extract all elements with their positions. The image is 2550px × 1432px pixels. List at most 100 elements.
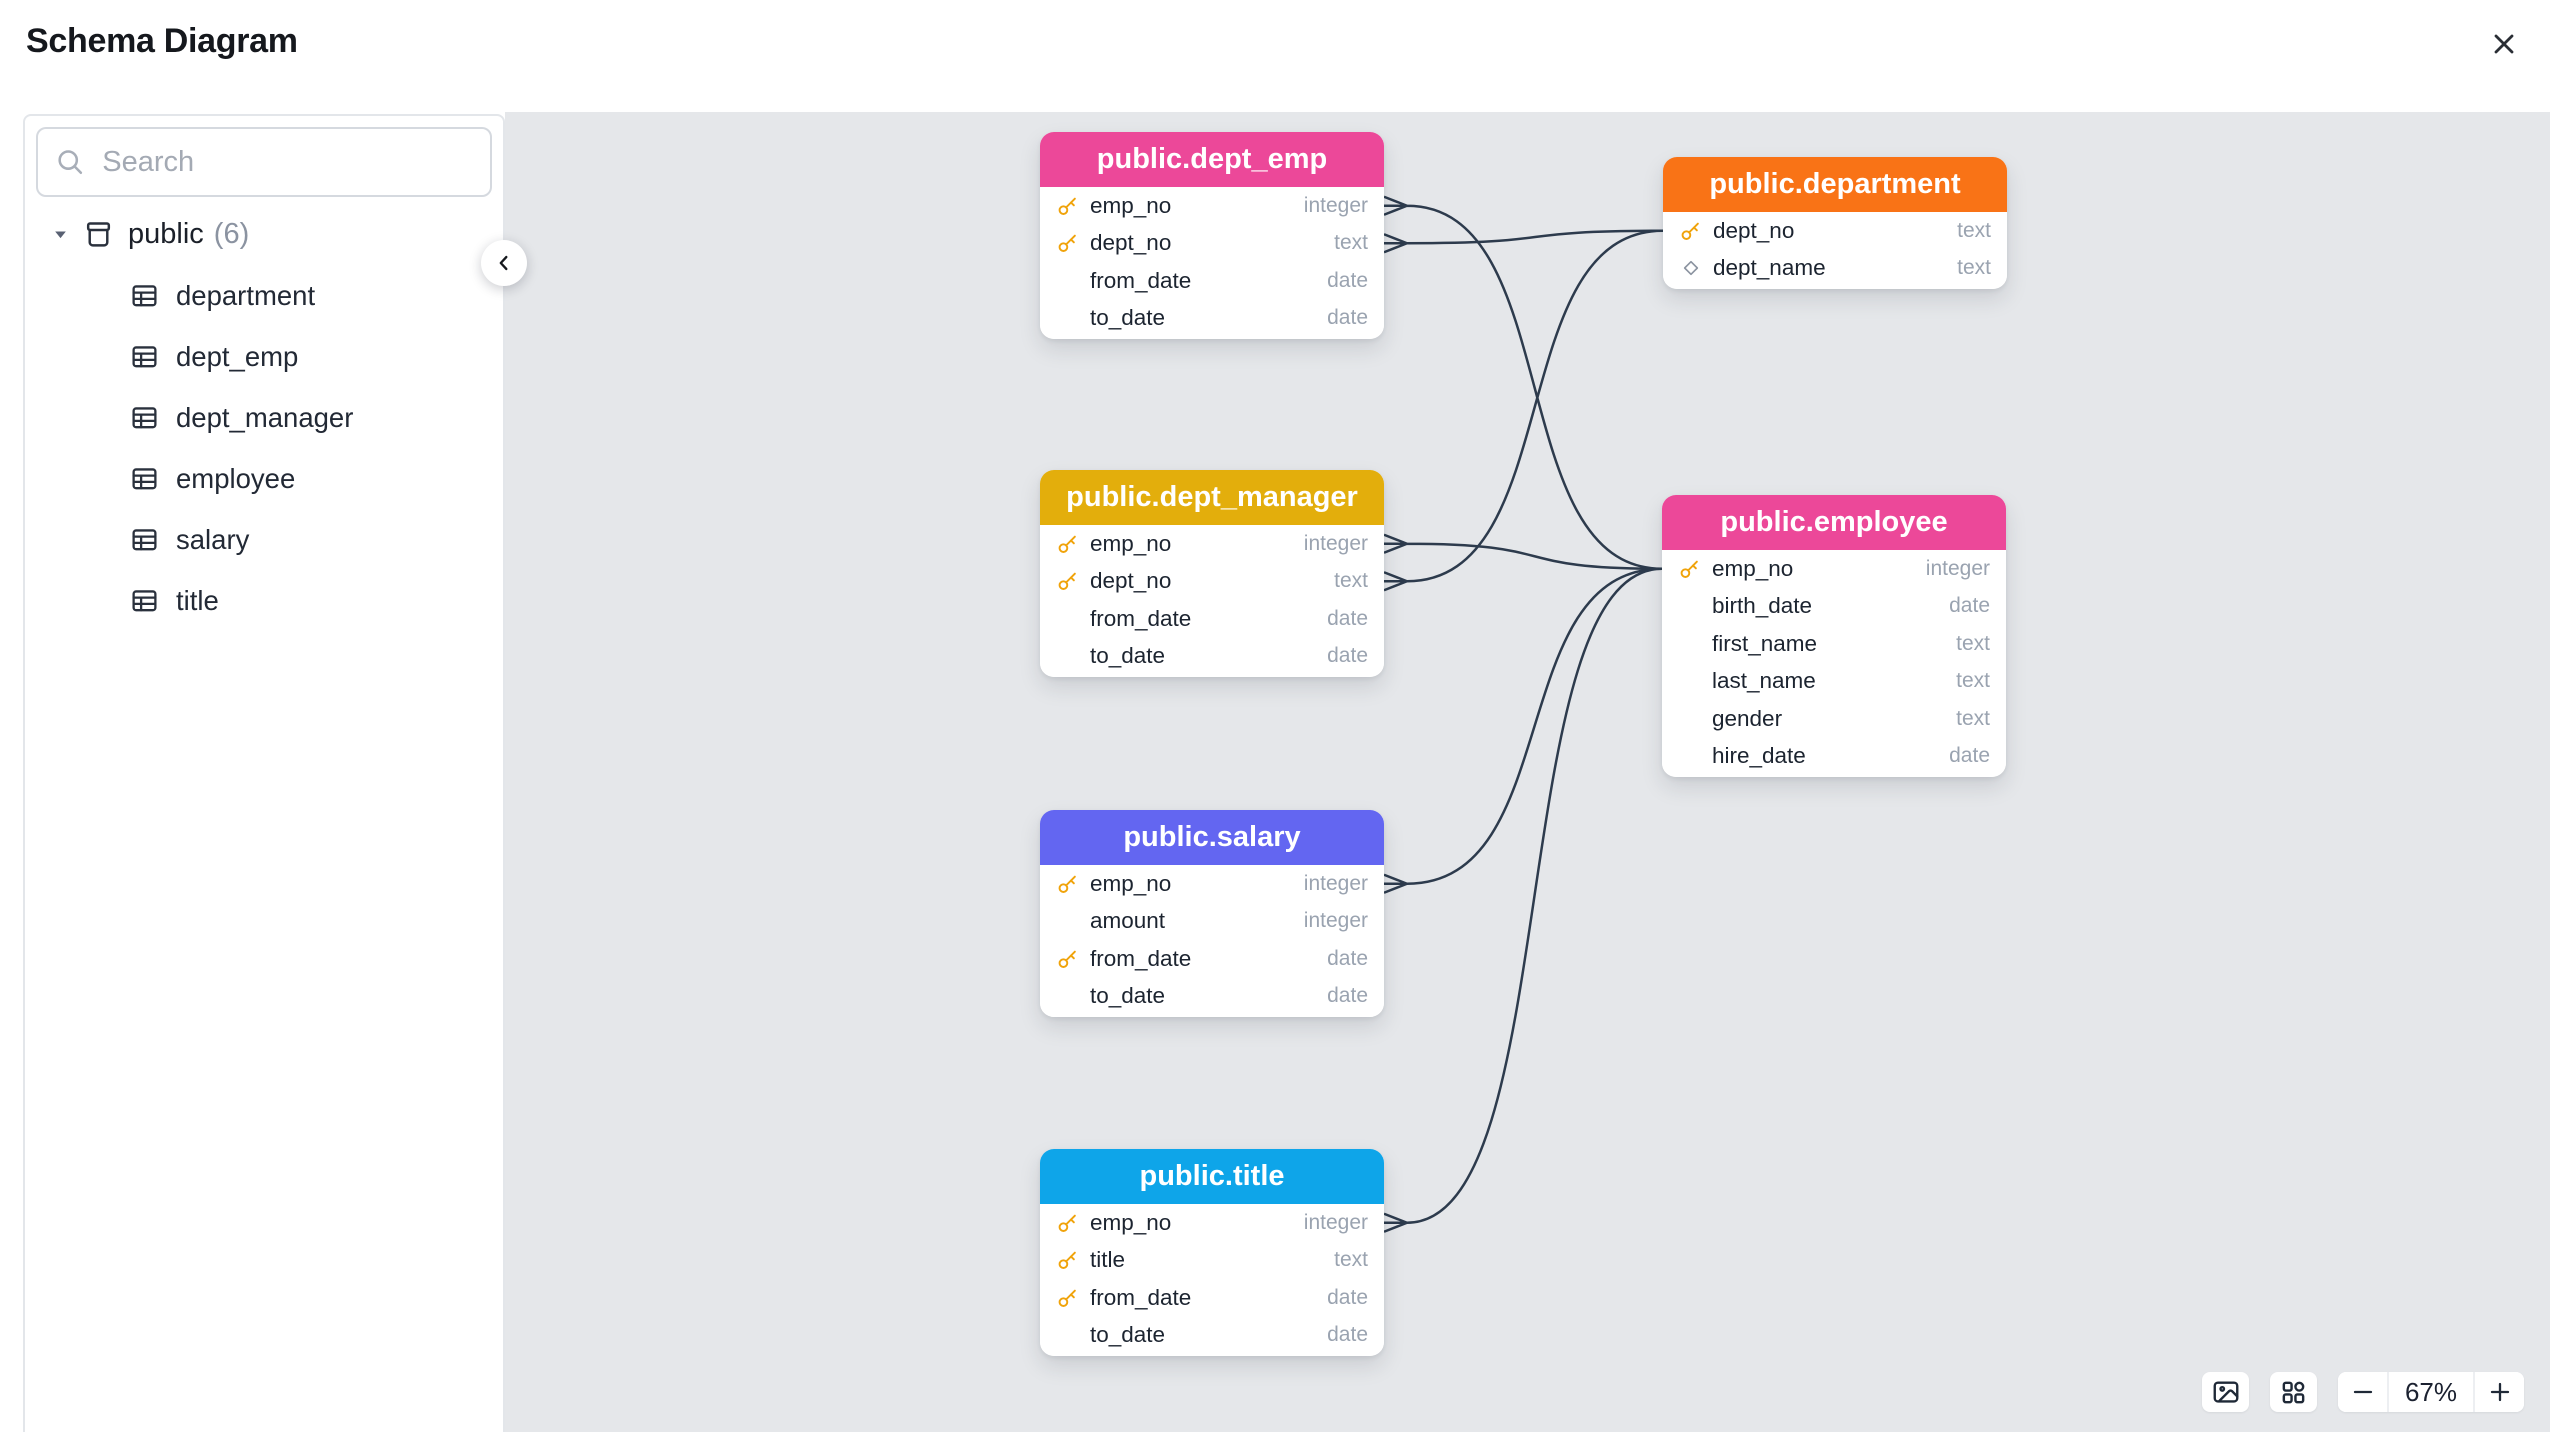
image-icon bbox=[2213, 1381, 2238, 1403]
table-card-header[interactable]: public.dept_manager bbox=[1040, 470, 1384, 525]
table-card-header[interactable]: public.department bbox=[1663, 157, 2007, 212]
column-name: birth_date bbox=[1712, 593, 1813, 619]
primary-key-icon bbox=[1681, 222, 1699, 240]
column-icon-slot bbox=[1054, 1322, 1081, 1349]
table-card-header[interactable]: public.title bbox=[1040, 1149, 1384, 1204]
table-title: public.title bbox=[1139, 1160, 1285, 1192]
column-type: date bbox=[1327, 946, 1368, 970]
column-icon-slot bbox=[1054, 305, 1081, 332]
column-type: date bbox=[1949, 594, 1990, 618]
schema-tree: public (6) department dept_emp dept_manage… bbox=[25, 204, 503, 631]
column-icon-slot bbox=[1677, 217, 1704, 244]
plus-icon bbox=[2490, 1382, 2509, 1402]
primary-key-icon bbox=[1058, 1214, 1076, 1232]
column-type: integer bbox=[1303, 193, 1368, 217]
table-card-header[interactable]: public.salary bbox=[1040, 810, 1384, 865]
close-button[interactable] bbox=[2480, 20, 2528, 68]
column-type: text bbox=[1956, 669, 1990, 693]
zoom-control: 67% bbox=[2338, 1372, 2524, 1412]
sidebar-item-department[interactable]: department bbox=[25, 265, 503, 326]
column-name: dept_no bbox=[1090, 568, 1172, 594]
column-type: date bbox=[1327, 606, 1368, 630]
table-icon bbox=[132, 590, 157, 612]
table-card-header[interactable]: public.dept_emp bbox=[1040, 132, 1384, 187]
canvas-controls: 67% bbox=[2202, 1372, 2524, 1412]
column-icon-slot bbox=[1676, 705, 1703, 732]
search-icon bbox=[58, 150, 83, 174]
zoom-in-button[interactable] bbox=[2475, 1372, 2524, 1412]
column-name: dept_name bbox=[1713, 255, 1826, 281]
relation-edge-title.emp_no-employee.emp_no bbox=[1383, 567, 1663, 1233]
chevron-left-icon bbox=[499, 255, 508, 271]
primary-key-icon bbox=[1058, 1251, 1076, 1270]
schema-icon bbox=[86, 222, 111, 247]
auto-layout-button[interactable] bbox=[2270, 1372, 2317, 1412]
sidebar-item-title[interactable]: title bbox=[25, 570, 503, 631]
primary-key-icon bbox=[1058, 197, 1076, 215]
primary-key-icon bbox=[1058, 535, 1076, 553]
zoom-out-button[interactable] bbox=[2338, 1372, 2387, 1412]
column-type: integer bbox=[1303, 1210, 1368, 1234]
unique-key-icon bbox=[1683, 261, 1698, 276]
relation-edges-layer bbox=[1383, 195, 1664, 1233]
column-type: date bbox=[1327, 644, 1368, 668]
export-image-button[interactable] bbox=[2202, 1372, 2249, 1412]
sidebar-collapse-button[interactable] bbox=[481, 240, 527, 286]
minus-icon bbox=[2353, 1390, 2372, 1394]
column-icon-slot bbox=[1676, 743, 1703, 770]
table-card-header[interactable]: public.employee bbox=[1662, 495, 2006, 550]
sidebar-schema-public[interactable]: public (6) bbox=[25, 204, 503, 265]
sidebar-item-label: dept_emp bbox=[176, 340, 299, 372]
table-icon bbox=[132, 285, 157, 307]
column-icon-slot bbox=[1054, 643, 1081, 670]
primary-key-icon bbox=[1058, 1289, 1076, 1307]
sidebar-item-label: dept_manager bbox=[176, 401, 354, 433]
column-icon-slot bbox=[1676, 555, 1703, 582]
column-icon-slot bbox=[1054, 568, 1081, 595]
column-icon-slot bbox=[1676, 668, 1703, 695]
column-icon-slot bbox=[1054, 1247, 1081, 1274]
table-icon bbox=[132, 468, 157, 490]
sidebar-item-dept_emp[interactable]: dept_emp bbox=[25, 326, 503, 387]
primary-key-icon bbox=[1058, 234, 1076, 253]
search-input[interactable] bbox=[100, 144, 473, 180]
column-name: from_date bbox=[1090, 1284, 1192, 1310]
column-name: from_date bbox=[1090, 267, 1192, 293]
sidebar-item-salary[interactable]: salary bbox=[25, 509, 503, 570]
column-name: emp_no bbox=[1090, 870, 1172, 896]
column-type: integer bbox=[1303, 909, 1368, 933]
sidebar-item-dept_manager[interactable]: dept_manager bbox=[25, 387, 503, 448]
column-name: first_name bbox=[1712, 630, 1818, 656]
primary-key-icon bbox=[1680, 560, 1698, 578]
sidebar-item-employee[interactable]: employee bbox=[25, 448, 503, 509]
sidebar: public (6) department dept_emp dept_manage… bbox=[23, 114, 505, 1432]
column-icon-slot bbox=[1677, 255, 1704, 282]
relation-edge-dept_manager.emp_no-employee.emp_no bbox=[1383, 533, 1663, 570]
relation-edge-dept_manager.dept_no-department.dept_no bbox=[1383, 229, 1664, 592]
table-icon bbox=[132, 529, 157, 551]
column-icon-slot bbox=[1054, 530, 1081, 557]
column-type: integer bbox=[1303, 531, 1368, 555]
column-icon-slot bbox=[1054, 1209, 1081, 1236]
